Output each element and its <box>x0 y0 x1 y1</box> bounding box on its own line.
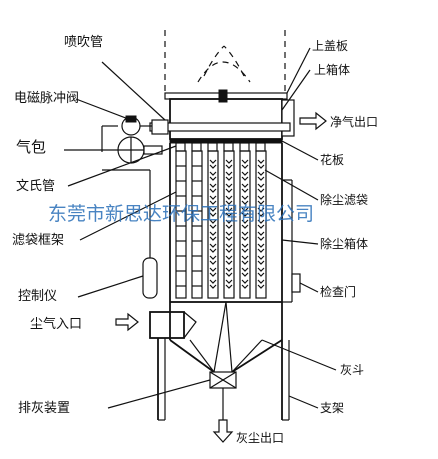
filter-bag-dust-mark <box>257 255 265 265</box>
ash-hopper <box>169 301 283 373</box>
inspection-door <box>291 273 301 293</box>
label-venturi: 文氏管 <box>16 179 55 194</box>
filter-bag-dust-mark <box>241 267 249 277</box>
filter-bag-dust-mark <box>209 243 217 253</box>
filter-bag-dust-mark <box>257 171 265 181</box>
controller-unit <box>142 257 158 299</box>
filter-bags <box>207 150 267 299</box>
label-discharge: 排灰装置 <box>18 401 70 416</box>
filter-bag-dust-mark <box>225 183 233 193</box>
filter-bag-dust-mark <box>225 231 233 241</box>
label-solenoid-valve: 电磁脉冲阀 <box>14 91 79 106</box>
filter-bag-dust-mark <box>241 255 249 265</box>
filter-bag <box>239 150 251 299</box>
filter-bag-cage <box>175 150 203 299</box>
filter-bag-dust-mark <box>257 219 265 229</box>
filter-bag-dust-mark <box>241 171 249 181</box>
label-upper-box: 上箱体 <box>314 62 350 77</box>
filter-bag-dust-mark <box>225 195 233 205</box>
label-cage: 滤袋框架 <box>12 233 64 248</box>
filter-bag-dust-mark <box>209 195 217 205</box>
filter-bag-dust-mark <box>241 159 249 169</box>
filter-bag-dust-mark <box>241 195 249 205</box>
filter-bag <box>255 150 267 299</box>
label-hopper: 灰斗 <box>340 363 364 377</box>
filter-bag-dust-mark <box>209 231 217 241</box>
label-top-cover: 上盖板 <box>312 39 348 53</box>
label-filter-bag: 除尘滤袋 <box>320 192 368 207</box>
filter-bag-dust-mark <box>257 195 265 205</box>
label-pulse-pipe: 喷吹管 <box>64 35 103 50</box>
label-dust-box: 除尘箱体 <box>320 236 368 251</box>
filter-bag-dust-mark <box>257 279 265 289</box>
company-watermark: 东莞市新思达环保工程有限公司 <box>48 203 314 225</box>
filter-bag-dust-mark <box>209 159 217 169</box>
callout-leaders <box>64 47 337 409</box>
top-cover <box>164 89 288 103</box>
filter-bag-dust-mark <box>225 243 233 253</box>
filter-bag <box>207 150 219 299</box>
label-dust-inlet: 尘气入口 <box>30 316 82 332</box>
label-clean-outlet: 净气出口 <box>330 114 378 129</box>
filter-bag-dust-mark <box>241 219 249 229</box>
filter-bag-dust-mark <box>241 207 249 217</box>
filter-bag <box>223 150 235 299</box>
filter-bag-dust-mark <box>257 183 265 193</box>
filter-bag-dust-mark <box>209 171 217 181</box>
upper-box <box>169 98 295 140</box>
filter-bag-dust-mark <box>225 267 233 277</box>
filter-bag-dust-mark <box>257 159 265 169</box>
filter-bag-dust-mark <box>241 231 249 241</box>
filter-bag-dust-mark <box>225 159 233 169</box>
solenoid-valve <box>121 115 152 136</box>
top-cover-open-indicator <box>164 30 286 92</box>
filter-bag-dust-mark <box>257 207 265 217</box>
dust-inlet-arrow <box>115 312 139 332</box>
label-air-bag: 气包 <box>16 138 46 156</box>
filter-bag-dust-mark <box>241 183 249 193</box>
label-support: 支架 <box>320 401 344 415</box>
filter-bag-dust-mark <box>209 183 217 193</box>
label-controller: 控制仪 <box>18 289 57 304</box>
filter-bag-dust-mark <box>225 207 233 217</box>
filter-bag-dust-mark <box>225 255 233 265</box>
pulse-blow-pipe <box>149 119 291 135</box>
tube-sheet <box>169 138 283 144</box>
filter-bag-dust-mark <box>225 219 233 229</box>
filter-bag-dust-mark <box>241 243 249 253</box>
label-inspection-door: 检查门 <box>320 284 356 299</box>
dust-inlet <box>149 311 197 339</box>
ash-discharge-device <box>209 371 237 420</box>
filter-bag-dust-mark <box>225 171 233 181</box>
filter-bag-dust-mark <box>241 279 249 289</box>
filter-bag-dust-mark <box>209 207 217 217</box>
air-bag <box>117 136 163 164</box>
filter-bag-dust-mark <box>209 255 217 265</box>
label-tube-sheet: 花板 <box>320 152 344 167</box>
venturi-tubes <box>175 142 266 152</box>
dust-outlet-arrow <box>212 419 234 443</box>
label-dust-outlet: 灰尘出口 <box>236 431 284 445</box>
clean-gas-outlet-arrow <box>299 111 327 131</box>
filter-bag-dust-mark <box>257 267 265 277</box>
filter-bag-dust-mark <box>209 279 217 289</box>
support-frame <box>157 338 290 421</box>
filter-bag-dust-mark <box>209 219 217 229</box>
filter-bag-dust-mark <box>257 231 265 241</box>
filter-bag-dust-mark <box>257 243 265 253</box>
filter-bag-dust-mark <box>225 279 233 289</box>
filter-bag-dust-mark <box>209 267 217 277</box>
